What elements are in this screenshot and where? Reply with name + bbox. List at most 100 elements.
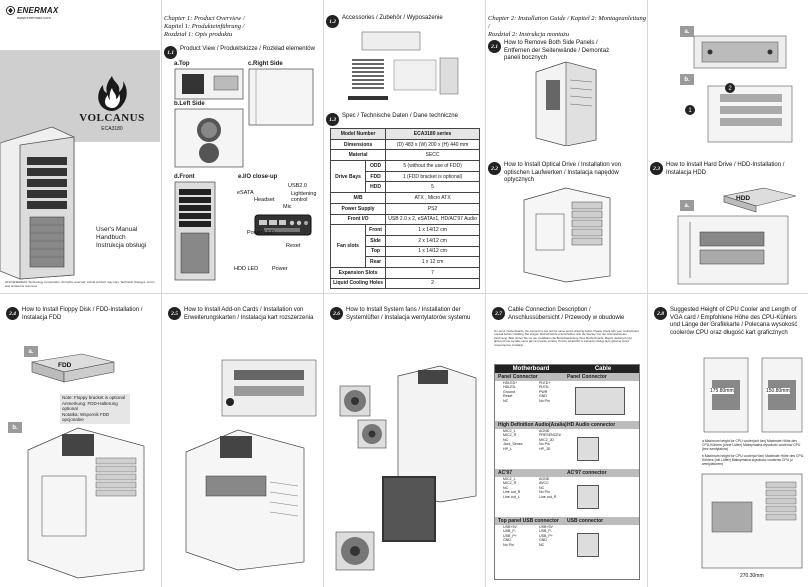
spec-cell: Power Supply: [329, 202, 387, 215]
fdd-letter-a: a.: [24, 346, 38, 357]
pin-label: GND: [539, 538, 547, 543]
letter-a-top: a.: [680, 26, 694, 37]
io-label-esata: eSATA: [237, 190, 254, 196]
optical-drive-drawing: [523, 187, 611, 283]
fdd-bracket-drawing: [31, 353, 115, 383]
spec-row: Dimensions(D) 483 x (W) 200 x (H) 440 mm: [329, 138, 480, 151]
pin-label: PRESENCE#: [539, 433, 561, 438]
step-badge: 1.1: [164, 46, 177, 59]
letter-a-bottom: a.: [680, 200, 694, 211]
ac-cable-drawing: [567, 477, 639, 517]
pin-label: Line out_R: [503, 490, 521, 495]
addon-cards-panel: 2.5 How to Install Add-on Cards / Instal…: [162, 294, 322, 587]
pin-label: NC: [503, 398, 509, 403]
cable-col-motherboard: Motherboard: [512, 366, 550, 372]
copyright-text: 2010 ENERMAX Technology Corporation. All…: [5, 280, 155, 288]
hard-drive-title: How to Install Hard Drive / HDD-Installa…: [666, 162, 785, 176]
spec-cell: Front: [364, 224, 387, 236]
io-label-reset: Reset: [286, 243, 301, 249]
spec-cell: 5 (without the use of FDD): [385, 160, 480, 172]
pin-label: HDLED+: [503, 381, 518, 385]
spec-cell: Model Number: [329, 128, 387, 140]
step-badge: 2.6: [330, 307, 343, 320]
accessories-drawing: [348, 31, 459, 100]
usb-cable-drawing: [567, 525, 639, 565]
section-right: HD Audio connector: [567, 422, 616, 428]
cooler-note-a: a.Maximum height for CPU cooler(w/o fan)…: [702, 439, 801, 452]
fdd-note-de: Anmerkung: FDD-Halterung optional: [62, 400, 118, 412]
spec-cell: PS2: [385, 202, 480, 215]
fdd-note-en: Note: Floppy bracket is optional: [62, 395, 126, 400]
step-badge: 1.3: [326, 113, 339, 126]
fdd-label: FDD: [58, 362, 72, 369]
manual-line-en: User's Manual: [96, 226, 138, 233]
spec-cell: HDD: [364, 181, 387, 194]
pin-label: GND: [503, 538, 511, 543]
chapter1-panel: Chapter 1: Product Overview / Kapitel 1:…: [162, 0, 322, 293]
manual-line-pl: Instrukcja obsługi: [96, 242, 147, 249]
spec-cell: 2: [385, 277, 480, 290]
step-badge: 2.5: [168, 307, 181, 320]
pin-label: AGND: [539, 429, 550, 433]
io-label-lightening: Lightening control: [291, 191, 317, 203]
fdd-title: How to Install Floppy Disk / FDD-Install…: [22, 307, 143, 321]
case-front-illustration: [0, 126, 75, 280]
vga-length-drawing: [701, 473, 803, 569]
pin-label: USB_P+: [539, 533, 553, 538]
pin-label: HP_L: [503, 446, 512, 451]
horizontal-fold-line: [0, 293, 808, 294]
section-right: AC'97 connector: [567, 470, 607, 476]
spec-step: 1.3 Spec / Technische Daten / Dane techn…: [326, 113, 458, 126]
label-io-closeup: e.I/O close-up: [238, 174, 278, 180]
spec-cell: 1 (FDD bracket is optional): [385, 170, 480, 183]
step-badge: 2.3: [650, 162, 663, 175]
pin-label: PLED-: [539, 385, 550, 390]
svg-text:1: 1: [688, 108, 692, 114]
hard-drive-step: 2.3 How to Install Hard Drive / HDD-Inst…: [650, 162, 800, 177]
right-side-drawing: [248, 68, 314, 126]
pin-label: No Pin: [539, 398, 550, 403]
spec-cell: Dimensions: [329, 138, 387, 151]
section-right: USB connector: [567, 518, 604, 524]
fdd-letter-b: b.: [8, 422, 22, 433]
hdd-label: HDD: [736, 195, 751, 202]
hdd-drawing: [723, 187, 797, 213]
section-left: Top panel USB connector: [498, 518, 559, 524]
section-right: Panel Connector: [567, 374, 607, 380]
cable-table-header: Motherboard Cable: [495, 365, 639, 373]
fans-title: How to Install System fans / Installatio…: [346, 307, 471, 321]
pin-label: No Pin: [539, 490, 550, 495]
spec-cell: Liquid Cooling Holes: [329, 277, 387, 290]
cooler-step: 2.8 Suggested Height of CPU Cooler and L…: [654, 307, 804, 337]
pin-label: NC: [503, 437, 509, 442]
fdd-panel: 2.4 How to Install Floppy Disk / FDD-Ins…: [0, 294, 160, 587]
pin-label: No Pin: [503, 542, 514, 547]
dim-cooler-a: 175.80mm: [710, 388, 734, 394]
spec-cell: SECC: [385, 149, 480, 162]
chapter2-panel: Chapter 2: Installation Guide / Kapitel …: [486, 0, 646, 293]
chapter1-line2: Kapitel 1: Produkteinführung /: [164, 23, 245, 30]
addon-install-drawing: [185, 429, 305, 571]
panel-cable-drawing: [567, 381, 639, 421]
step-badge: 2.8: [654, 307, 667, 320]
pin-label: MIC2_R: [503, 433, 517, 438]
spec-cell: Material: [329, 149, 387, 162]
cooler-note-b: b.Maximum height for CPU cooler(w/ fan) …: [702, 454, 805, 467]
cooler-title: Suggested Height of CPU Cooler and Lengt…: [670, 307, 798, 336]
io-label-usb: USB2.0: [288, 183, 307, 189]
side-panel-removal-drawing: 1 2: [685, 83, 793, 143]
pin-label: HP_JD: [539, 446, 551, 451]
accessories-step: 1.2 Accessories / Zubehör / Wyposażenie: [326, 15, 443, 28]
